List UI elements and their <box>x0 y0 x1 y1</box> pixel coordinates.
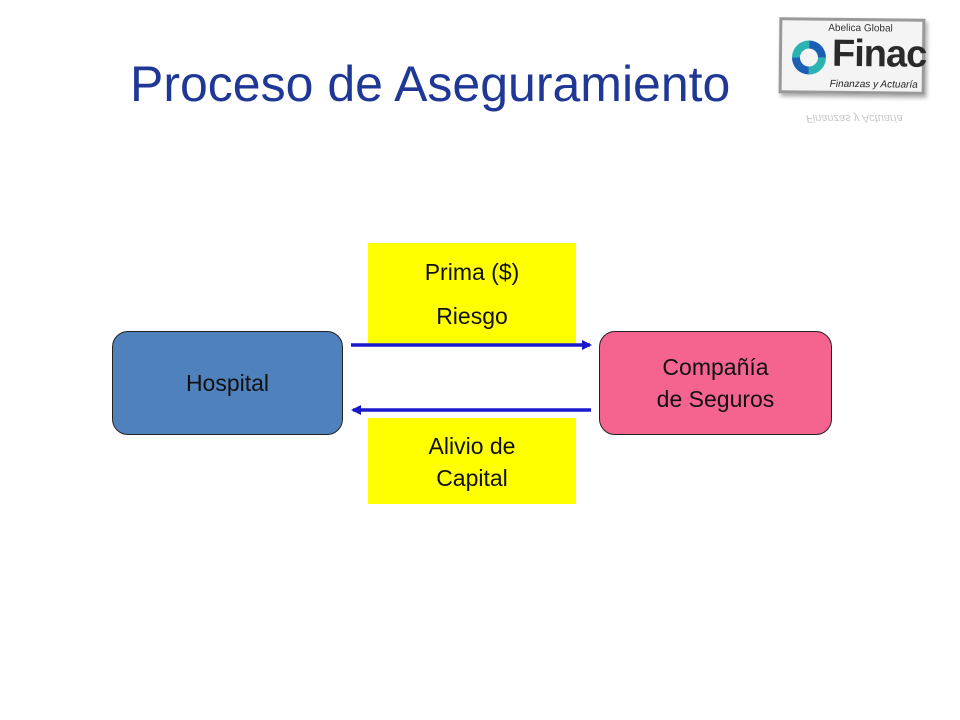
finac-logo-mark-icon <box>791 40 826 75</box>
capital-relief-label-box: Alivio de Capital <box>368 418 576 504</box>
finac-logo: Abelica Global Finac Finanzas y Actuaría <box>778 17 926 95</box>
hospital-node: Hospital <box>112 331 343 435</box>
hospital-label: Hospital <box>185 370 270 396</box>
company-label-line2: de Seguros <box>656 386 775 412</box>
capital-relief-line2: Capital <box>436 465 508 491</box>
page-title: Proceso de Aseguramiento <box>130 56 731 112</box>
premium-label: Prima ($) <box>424 259 520 285</box>
company-label-line1: Compañía <box>662 354 769 380</box>
insurance-company-node: Compañía de Seguros <box>599 331 832 435</box>
capital-relief-line1: Alivio de <box>428 433 516 459</box>
risk-label: Riesgo <box>436 303 508 329</box>
premium-risk-label-box: Prima ($) Riesgo <box>368 243 576 344</box>
